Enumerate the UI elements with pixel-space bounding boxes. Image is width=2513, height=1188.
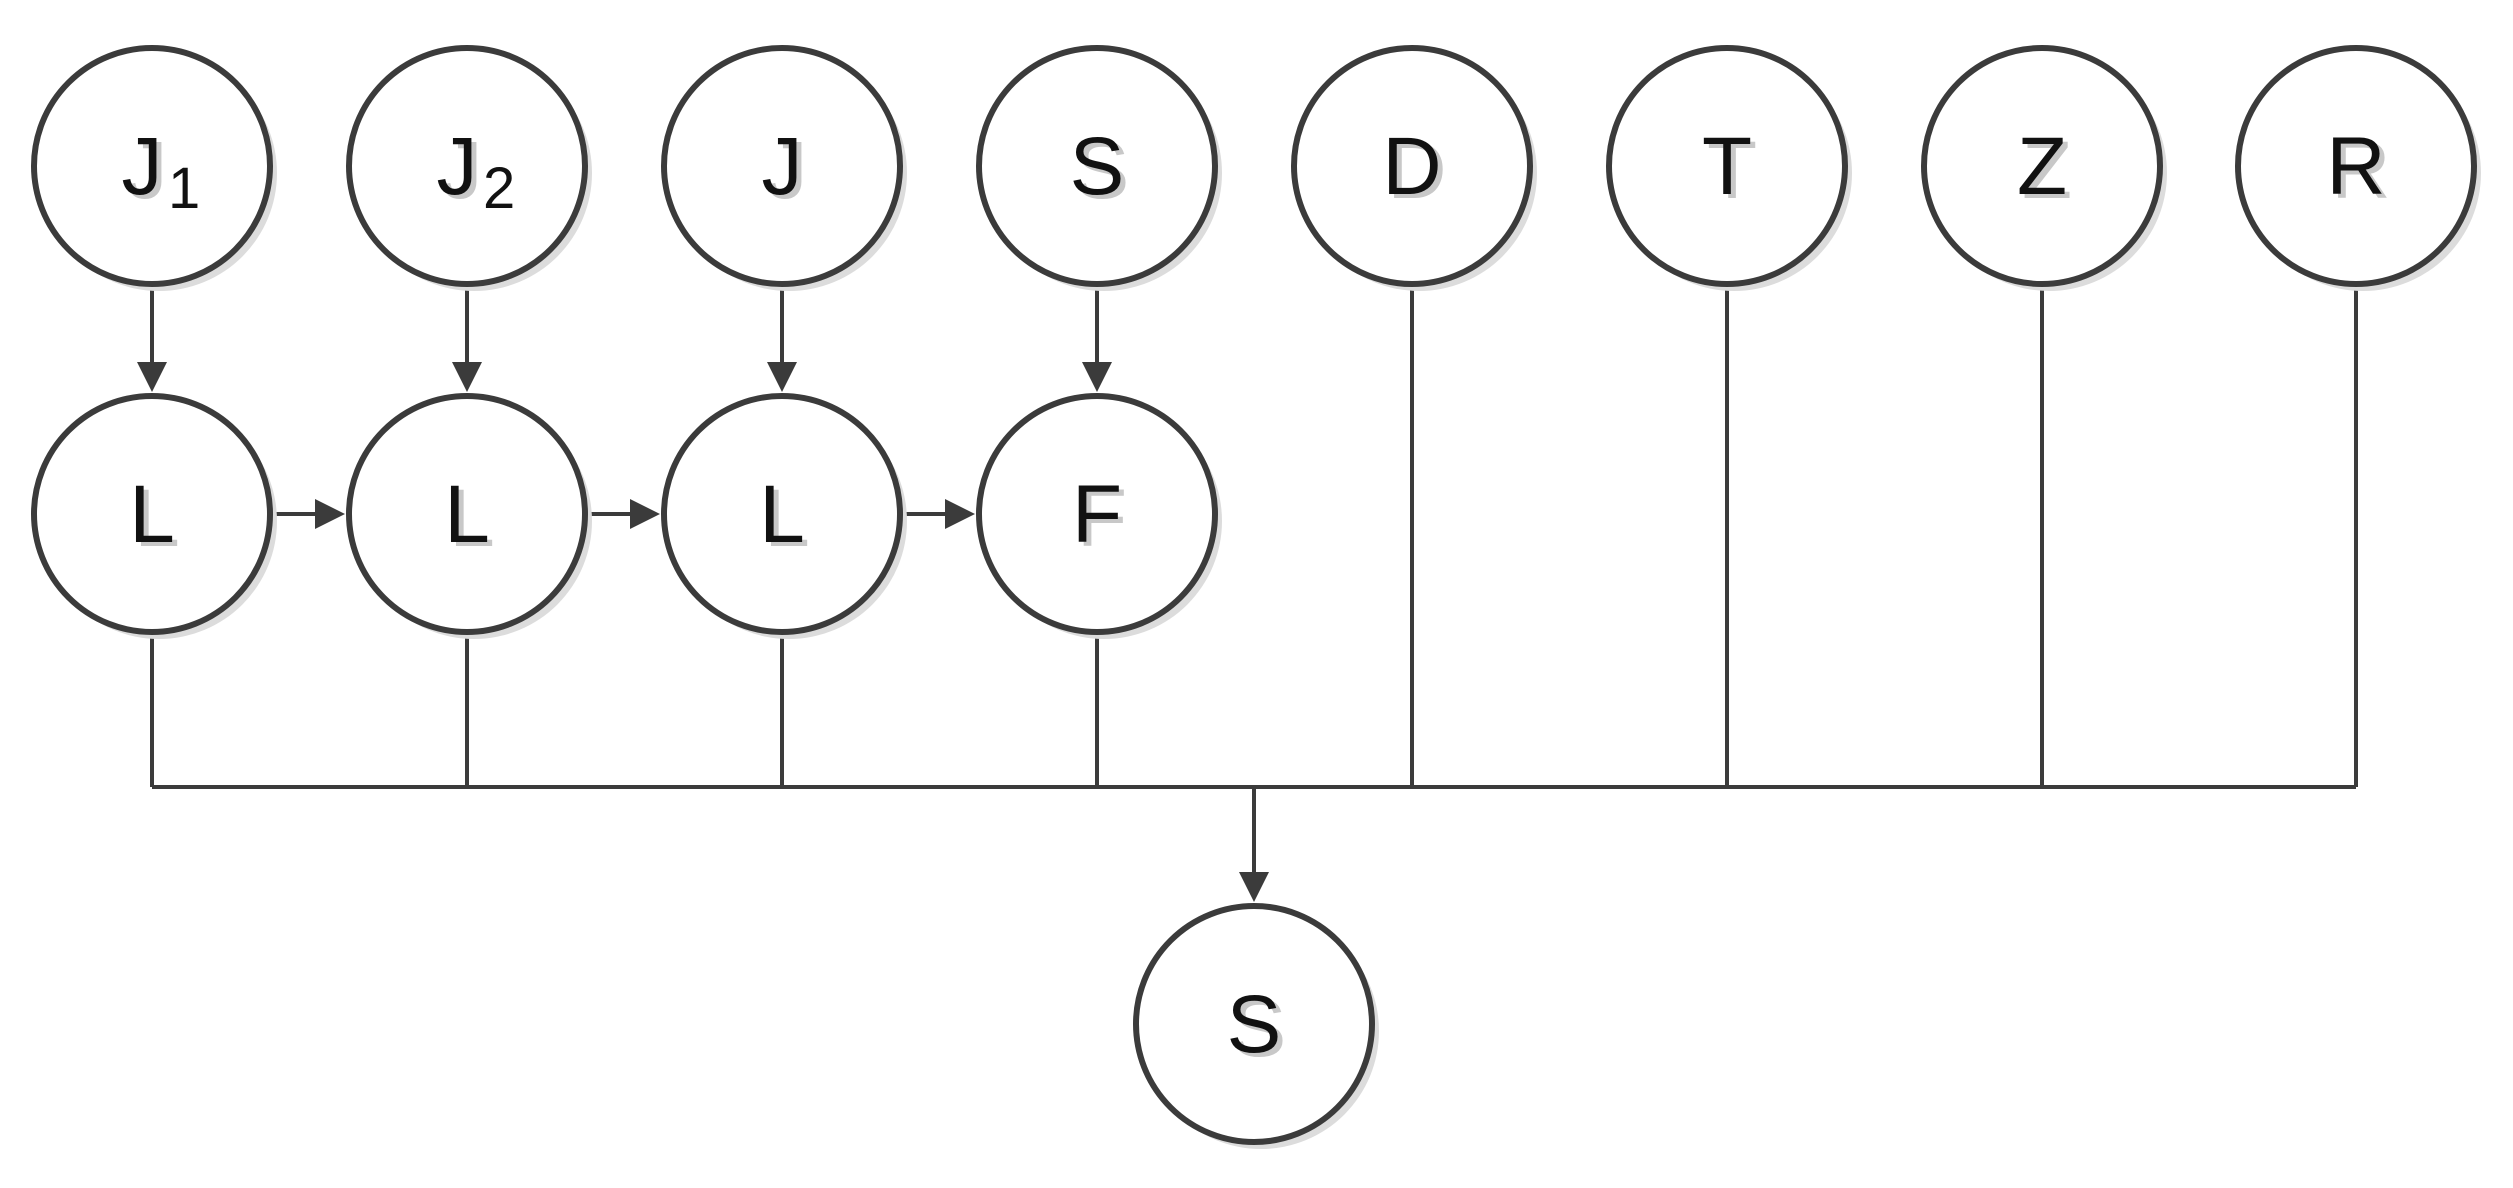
node-circle: [1133, 903, 1375, 1145]
node-label: L: [759, 469, 805, 560]
node-circle: [346, 393, 588, 635]
node-label-shadow: L: [764, 473, 810, 564]
node-l1: LL: [31, 393, 277, 639]
node-label-shadow: J: [767, 125, 808, 216]
edge-arrowhead: [452, 362, 482, 392]
edge-j2-to-l2: [452, 290, 482, 392]
node-r: RR: [2235, 45, 2481, 291]
edge-arrowhead: [767, 362, 797, 392]
node-label: R: [2326, 121, 2385, 212]
node-circle: [661, 393, 903, 635]
node-label: S: [1070, 121, 1125, 212]
edge-arrowhead: [945, 499, 975, 529]
node-circle: [31, 45, 273, 287]
edge-bus-to-s_bottom: [150, 290, 2358, 902]
node-label: D: [1382, 121, 1441, 212]
edge-s_top-to-f: [1082, 290, 1112, 392]
node-label-shadow: L: [134, 473, 180, 564]
node-label: J: [122, 121, 163, 212]
node-label: J: [762, 121, 803, 212]
node-label: J: [437, 121, 478, 212]
edge-l2-to-l3: [591, 499, 660, 529]
node-label-shadow: J: [127, 125, 168, 216]
edge-arrowhead: [137, 362, 167, 392]
node-label-shadow: Z: [2022, 125, 2072, 216]
node-s-bottom: SS: [1133, 903, 1379, 1149]
node-circle: [976, 45, 1218, 287]
node-label: L: [444, 469, 490, 560]
edge-arrowhead: [1082, 362, 1112, 392]
node-label-shadow: D: [1387, 125, 1446, 216]
node-t: TT: [1606, 45, 1852, 291]
edge-l1-to-l2: [276, 499, 345, 529]
node-d: DD: [1291, 45, 1537, 291]
edges-layer: [137, 290, 2358, 902]
node-label-shadow: F: [1077, 473, 1127, 564]
node-circle: [2235, 45, 2477, 287]
edge-j-to-l3: [767, 290, 797, 392]
edge-l3-to-f: [906, 499, 975, 529]
node-circle: [1291, 45, 1533, 287]
node-s-top: SS: [976, 45, 1222, 291]
node-label: L: [129, 469, 175, 560]
node-circle: [976, 393, 1218, 635]
node-label-shadow: L: [449, 473, 495, 564]
node-subscript: 2: [483, 156, 515, 221]
node-l3: LL: [661, 393, 907, 639]
node-l2: LL: [346, 393, 592, 639]
node-label: Z: [2017, 121, 2067, 212]
node-label-shadow: T: [1707, 125, 1757, 216]
node-label-shadow: R: [2331, 125, 2390, 216]
node-circle: [661, 45, 903, 287]
node-circle: [1921, 45, 2163, 287]
edge-arrowhead: [315, 499, 345, 529]
edge-j1-to-l1: [137, 290, 167, 392]
node-circle: [1606, 45, 1848, 287]
node-circle: [346, 45, 588, 287]
edge-arrowhead: [1239, 872, 1269, 902]
node-label: T: [1702, 121, 1752, 212]
node-circle: [31, 393, 273, 635]
node-subscript: 1: [168, 156, 200, 221]
node-f: FF: [976, 393, 1222, 639]
node-label: S: [1227, 979, 1282, 1070]
node-label-shadow: S: [1232, 983, 1287, 1074]
node-z: ZZ: [1921, 45, 2167, 291]
node-label: F: [1072, 469, 1122, 560]
node-label-shadow: J: [442, 125, 483, 216]
node-label-shadow: S: [1075, 125, 1130, 216]
node-j: JJ: [661, 45, 907, 291]
edge-arrowhead: [630, 499, 660, 529]
